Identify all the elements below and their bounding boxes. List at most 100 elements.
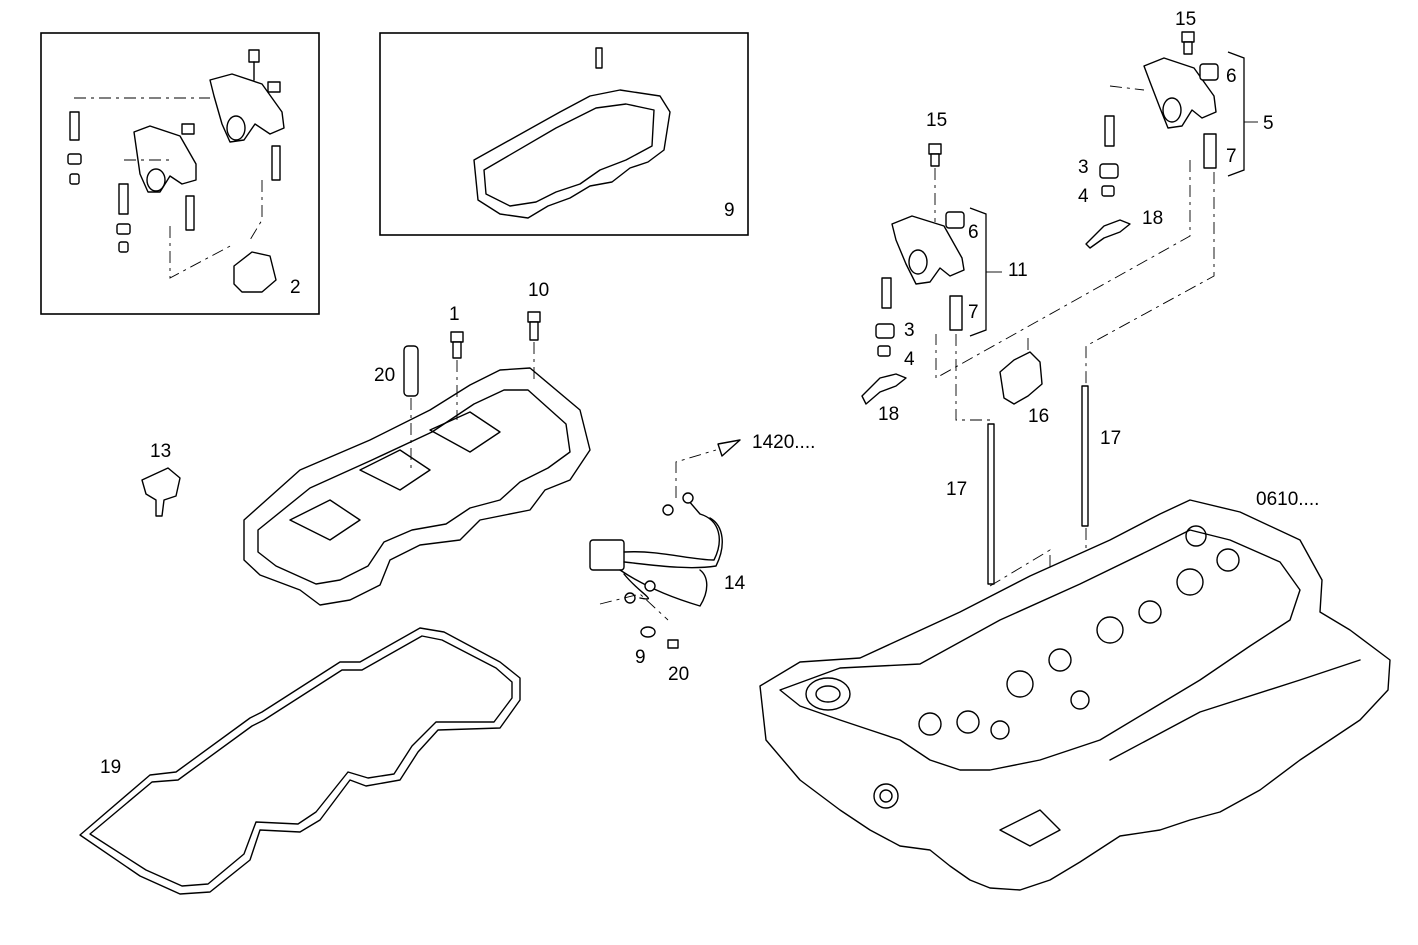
lead-pushrod-right (1085, 172, 1215, 386)
callout-13: 13 (150, 441, 171, 462)
inset-pin-left-top (69, 111, 80, 141)
bolt-1-shank (452, 341, 462, 359)
callout-15-left: 15 (926, 110, 947, 131)
callout-19: 19 (100, 757, 121, 778)
cylinder-head-port-2 (918, 712, 942, 736)
nut-6-right (1199, 63, 1219, 81)
lead-pushrod-left-bottom (989, 549, 1051, 630)
inset-rocker-assembly: 2 (40, 32, 320, 315)
cap-3-right (1099, 163, 1119, 179)
callout-6-right: 6 (1226, 66, 1237, 87)
screw-15-left-head (928, 143, 942, 155)
callout-6-left: 6 (968, 222, 979, 243)
callout-11: 11 (1008, 260, 1028, 281)
inset-adjust-screw-right (271, 145, 281, 181)
cylinder-head-port-6 (1096, 616, 1124, 644)
rocker-group-5: 5 15 6 7 3 4 18 (1078, 9, 1274, 249)
sleeve-20 (403, 345, 419, 397)
harness-ref-arrow (717, 439, 741, 457)
rocker-cover-baffle-1 (289, 499, 361, 541)
nut-6-left (945, 211, 965, 229)
cylinder-head-port-4 (1006, 670, 1034, 698)
callout-9-washer: 9 (635, 647, 646, 668)
inset-lead-3 (249, 180, 263, 241)
cylinder-head-port-5 (1048, 648, 1072, 672)
harness-eyelet-3 (644, 580, 656, 592)
gasket-outer (79, 627, 521, 895)
inset-screw-top (248, 49, 260, 63)
callout-1: 1 (449, 304, 460, 325)
cylinder-head-port-8 (1176, 568, 1204, 596)
inset-frame-rocker (40, 32, 320, 315)
bridge-and-pushrods: 16 17 17 (935, 160, 1215, 640)
rocker-cover-baffle-2 (359, 449, 431, 491)
lead-pin-right (1109, 85, 1145, 91)
cylinder-head-side-port (873, 783, 899, 809)
cylinder-head-port-12 (1070, 690, 1090, 710)
callout-18-left: 18 (878, 404, 899, 425)
cylinder-head-port-1-inner (815, 685, 841, 703)
callout-15-right: 15 (1175, 9, 1196, 30)
callout-14: 14 (724, 573, 746, 594)
inset-cap-left-top (67, 153, 82, 165)
callout-9-inset: 9 (724, 200, 735, 221)
pushrod-17-right (1081, 385, 1089, 527)
screw-15-right-shank (1183, 41, 1193, 55)
pin-right (1104, 115, 1115, 147)
harness-eyelet-2 (662, 504, 674, 516)
cylinder-head-port-7 (1138, 600, 1162, 624)
clip-18-left (861, 373, 907, 405)
inset-pin-left-bottom (118, 183, 129, 215)
callout-4-left: 4 (904, 349, 915, 370)
cylinder-head: 0610.... (759, 489, 1391, 891)
inset-bridge-support (233, 251, 277, 293)
inset-seat-left-top (69, 173, 80, 185)
harness-wire-1 (623, 499, 720, 561)
lead-bridge-left (935, 160, 1191, 379)
callout-16: 16 (1028, 406, 1049, 427)
callout-10: 10 (528, 280, 549, 301)
lead-harness-ref (675, 449, 717, 498)
rocker-arm-5 (1143, 57, 1217, 129)
bolt-1-head (450, 331, 464, 343)
adjust-screw-7-left (949, 295, 963, 331)
bolt-20-harness (667, 639, 679, 649)
cylinder-head-port-10 (1185, 525, 1207, 547)
rocker-cover: 1 10 20 (243, 280, 591, 606)
inset-cover-pin (595, 47, 603, 69)
gasket-19: 19 (79, 627, 521, 895)
harness-wire-2 (623, 517, 723, 569)
lead-pushrod-left (955, 334, 990, 421)
inset-frame-cover (379, 32, 749, 236)
callout-17-right: 17 (1100, 428, 1121, 449)
screw-15-right-head (1181, 31, 1195, 43)
inset-rocker-arm-lower (133, 125, 197, 193)
bridge-16 (999, 351, 1043, 405)
callout-7-right: 7 (1226, 146, 1237, 167)
harness-wire-3 (619, 569, 708, 607)
harness-wire-4 (623, 573, 649, 600)
gasket-inner (89, 635, 513, 887)
callout-7-left: 7 (968, 302, 979, 323)
inset-nut-upper (267, 81, 281, 93)
bolt-10-shank (529, 321, 539, 341)
clip-18-right (1085, 219, 1131, 249)
inset-adjust-screw-mid (185, 195, 195, 231)
clip-13-body (141, 467, 181, 517)
inset-rocker-bore-lower (146, 168, 166, 192)
rocker-arm-11-bore (908, 249, 928, 275)
callout-4-right: 4 (1078, 186, 1089, 207)
callout-5: 5 (1263, 113, 1274, 134)
harness-reference: 1420.... (752, 432, 815, 453)
inset-cap-left-bottom (116, 223, 131, 235)
rocker-arm-5-bore (1162, 97, 1182, 123)
head-reference: 0610.... (1256, 489, 1319, 510)
inset-nut-lower (181, 123, 195, 135)
callout-3-left: 3 (904, 320, 915, 341)
brace-5 (1227, 51, 1245, 177)
rocker-group-11: 11 15 6 7 3 4 18 (861, 110, 1028, 425)
inset-cover-inner (483, 103, 655, 207)
callout-20-harness: 20 (668, 664, 689, 685)
rocker-cover-inner-rim (257, 389, 571, 585)
harness-14: 1420.... 14 9 20 (589, 432, 815, 685)
